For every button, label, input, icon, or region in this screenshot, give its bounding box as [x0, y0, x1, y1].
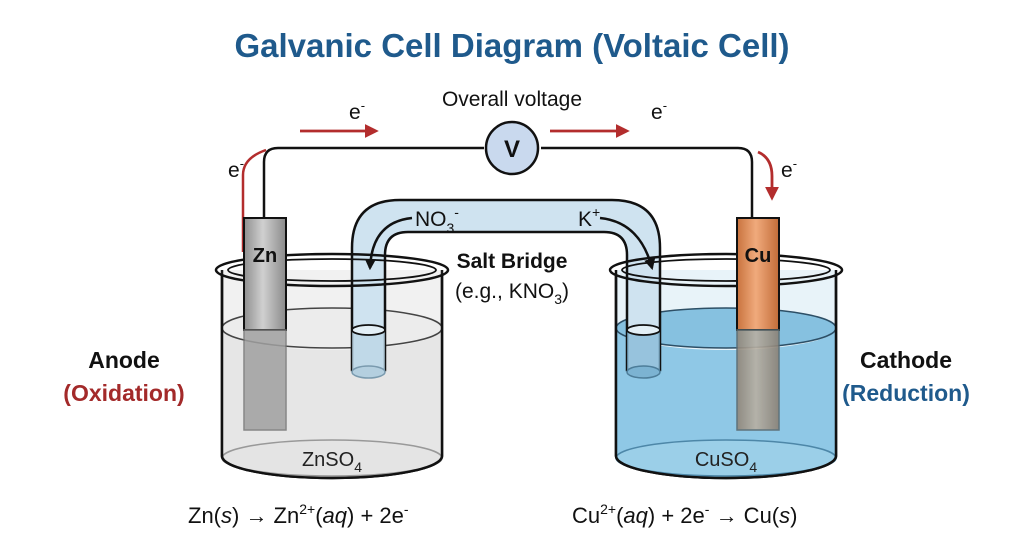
salt-bridge-title: Salt Bridge: [457, 250, 568, 273]
cathode-half-reaction: Cu2+(aq) + 2e- → Cu(s): [572, 501, 797, 528]
cathode-label: Cathode: [860, 347, 952, 373]
oxidation-label: (Oxidation): [63, 380, 184, 406]
voltmeter-caption: Overall voltage: [442, 88, 582, 111]
wire-left: [262, 146, 484, 218]
copper-solution-label: CuSO4: [695, 449, 757, 475]
voltmeter-symbol: V: [504, 136, 520, 163]
zinc-solution-label: ZnSO4: [302, 449, 362, 475]
salt-bridge-example: (e.g., KNO3): [455, 280, 569, 307]
anode-beaker-rim: [214, 252, 450, 288]
cathode-beaker-rim: [608, 252, 844, 288]
cation-flow-arrow: [599, 216, 656, 271]
anode-half-reaction: Zn(s) → Zn2+(aq) + 2e-: [188, 501, 409, 528]
anion-label: NO3-: [415, 204, 459, 236]
anode-label: Anode: [88, 347, 160, 373]
electron-label-right: e-: [781, 156, 797, 182]
anion-flow-arrow: [364, 216, 413, 271]
copper-electrode-label: Cu: [745, 245, 772, 267]
zinc-electrode: Zn: [243, 217, 287, 431]
electron-arrow-up-left: [241, 148, 267, 252]
copper-electrode: Cu: [736, 217, 780, 431]
zinc-electrode-label: Zn: [253, 245, 277, 267]
electron-label-top-left: e-: [349, 98, 365, 124]
copper-solution: [616, 328, 836, 478]
electron-label-top-right: e-: [651, 98, 667, 124]
electron-label-left: e-: [228, 156, 244, 182]
electron-arrow-down-right: [757, 150, 779, 201]
wire-right: [541, 146, 754, 218]
diagram-title: Galvanic Cell Diagram (Voltaic Cell): [234, 27, 789, 64]
reduction-label: (Reduction): [842, 380, 970, 406]
cathode-beaker: [614, 270, 838, 480]
voltmeter: V: [484, 120, 540, 176]
salt-bridge-tube: [350, 198, 662, 379]
cation-label: K+: [578, 204, 600, 231]
